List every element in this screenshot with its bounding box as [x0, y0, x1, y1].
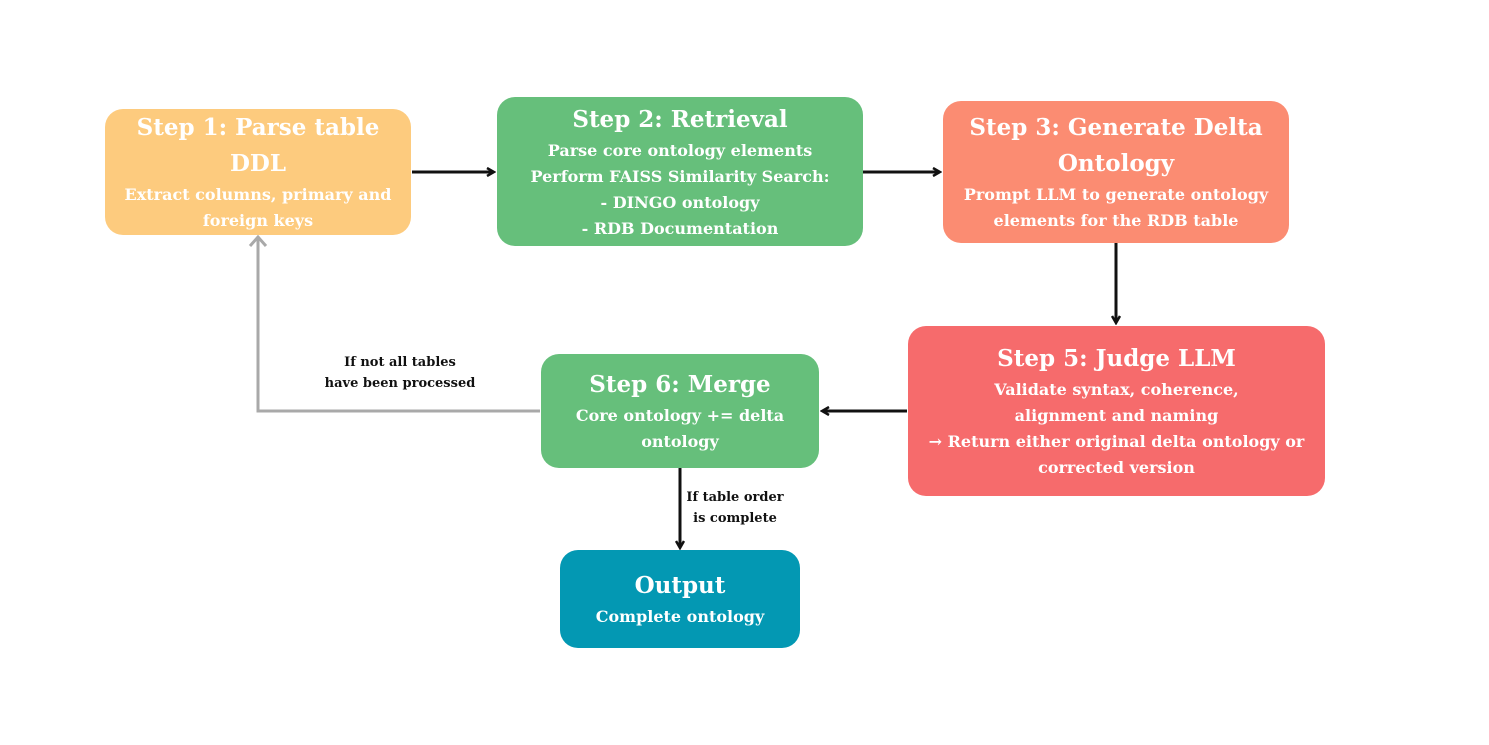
done-label-line: If table order	[686, 490, 784, 505]
output-title: Output	[634, 572, 726, 599]
loop-label-line: have been processed	[324, 376, 476, 391]
step5-line: Validate syntax, coherence,	[994, 380, 1239, 399]
step2-title: Step 2: Retrieval	[572, 105, 788, 133]
step2-retrieval-node: Step 2: Retrieval Parse core ontology el…	[497, 97, 863, 246]
step6-line: Core ontology += delta ontology	[575, 406, 785, 451]
step5-title: Step 5: Judge LLM	[997, 345, 1236, 372]
step5-judge-llm-node: Step 5: Judge LLM Validate syntax, coher…	[908, 326, 1325, 496]
step3-generate-delta-node: Step 3: Generate Delta Ontology Prompt L…	[943, 101, 1289, 243]
step2-line: Perform FAISS Similarity Search:	[530, 166, 830, 186]
step1-parse-ddl-node: Step 1: Parse table DDL Extract columns,…	[105, 109, 411, 235]
step1-title: Step 1: Parse table DDL	[136, 114, 380, 177]
loop-label-line: If not all tables	[344, 355, 456, 370]
step5-line: → Return either original delta ontology …	[928, 432, 1305, 451]
output-node: Output Complete ontology	[560, 550, 800, 648]
done-edge-label: If table order is complete	[680, 487, 790, 529]
step3-title: Ontology	[1057, 150, 1175, 177]
step1-line: foreign keys	[202, 211, 314, 230]
step2-line: - RDB Documentation	[581, 218, 779, 238]
done-label-line: is complete	[693, 511, 777, 526]
step5-line: alignment and naming	[1014, 406, 1219, 425]
loop-edge-label: If not all tables have been processed	[310, 352, 490, 394]
step3-title: Step 3: Generate Delta	[969, 114, 1263, 141]
step6-merge-node: Step 6: Merge Core ontology += delta ont…	[541, 354, 819, 468]
step6-title: Step 6: Merge	[589, 371, 771, 398]
step2-line: Parse core ontology elements	[547, 140, 813, 160]
output-line: Complete ontology	[595, 607, 765, 626]
step2-line: - DINGO ontology	[600, 192, 760, 212]
arrow-loop-step6-to-step1	[256, 239, 540, 413]
arrow-loop-head	[248, 234, 268, 247]
step3-line: elements for the RDB table	[993, 211, 1239, 230]
step1-line: Extract columns, primary and	[124, 185, 392, 204]
step5-line: corrected version	[1038, 458, 1195, 477]
step3-line: Prompt LLM to generate ontology	[963, 185, 1269, 204]
